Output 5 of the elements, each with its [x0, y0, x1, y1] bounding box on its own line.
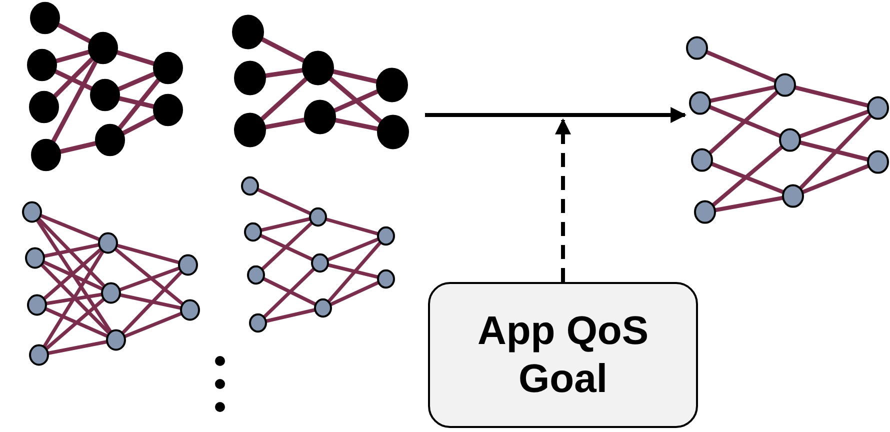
goal-label: App QoS Goal [476, 308, 650, 403]
arrow [425, 107, 687, 123]
neural-network-drawing [685, 35, 890, 227]
goal-box [428, 282, 698, 428]
arrow [555, 118, 571, 282]
